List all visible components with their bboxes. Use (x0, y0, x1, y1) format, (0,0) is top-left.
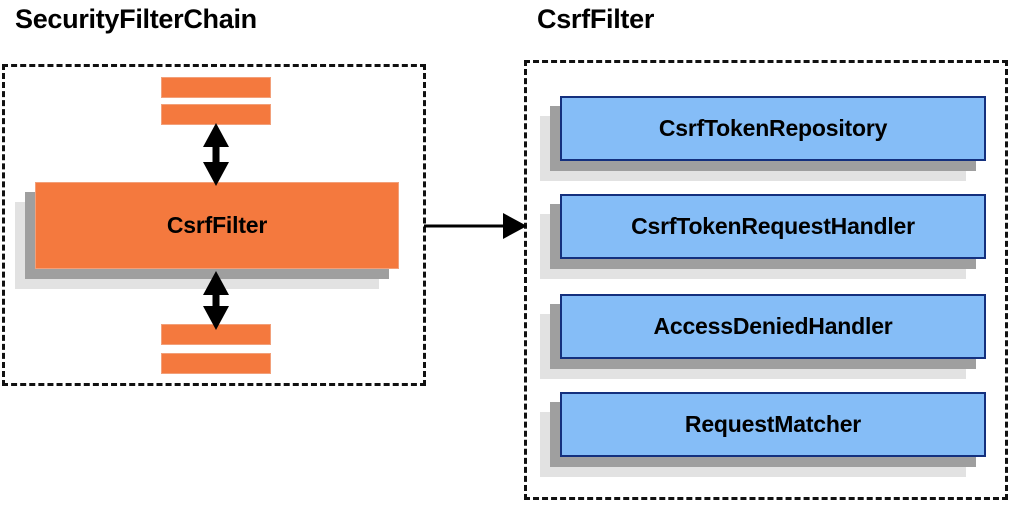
node-csrf-token-repository-label: CsrfTokenRepository (560, 96, 986, 161)
node-csrf-token-request-handler[interactable]: CsrfTokenRequestHandler (540, 194, 986, 279)
node-csrf-token-repository[interactable]: CsrfTokenRepository (540, 96, 986, 181)
filter-bar-top-1 (161, 77, 271, 98)
panel-csrf-filter (524, 60, 1008, 500)
node-csrf-filter[interactable]: CsrfFilter (15, 182, 399, 289)
node-access-denied-handler[interactable]: AccessDeniedHandler (540, 294, 986, 379)
node-csrf-filter-label: CsrfFilter (35, 182, 399, 269)
filter-bar-bottom-1 (161, 324, 271, 345)
panel-title-security-filter-chain: SecurityFilterChain (15, 4, 257, 34)
node-access-denied-handler-label: AccessDeniedHandler (560, 294, 986, 359)
filter-bar-bottom-2 (161, 353, 271, 374)
node-request-matcher-label: RequestMatcher (560, 392, 986, 457)
filter-bar-top-2 (161, 104, 271, 125)
node-request-matcher[interactable]: RequestMatcher (540, 392, 986, 477)
node-csrf-token-request-handler-label: CsrfTokenRequestHandler (560, 194, 986, 259)
panel-title-csrf-filter: CsrfFilter (537, 4, 655, 34)
connector-expand-link (424, 213, 527, 239)
